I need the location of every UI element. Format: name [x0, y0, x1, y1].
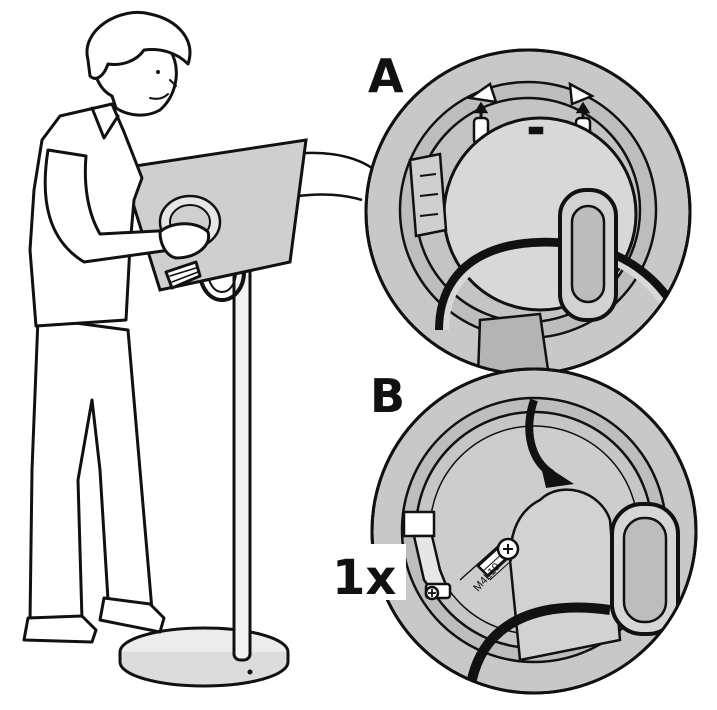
person-shoe-right: [98, 596, 166, 634]
person-hair: [85, 11, 192, 80]
step-label-a: A: [368, 49, 404, 103]
person-hand: [158, 222, 211, 260]
person-shoe-left: [22, 614, 98, 644]
screw-count-label: 1x: [332, 550, 396, 606]
zoom-circle-b: [370, 367, 698, 695]
monitor-panel: [120, 138, 308, 292]
step-label-b: B: [370, 369, 405, 423]
stand-pole: [232, 234, 252, 662]
zoom-circle-a: [364, 48, 692, 376]
rotate-arrow-icon: [525, 398, 574, 488]
person-legs: [28, 316, 154, 624]
screw-count-backdrop: [330, 544, 406, 600]
bracket-b: [402, 510, 452, 601]
person-figure: [22, 11, 211, 644]
screw-m4l10: [459, 537, 520, 581]
